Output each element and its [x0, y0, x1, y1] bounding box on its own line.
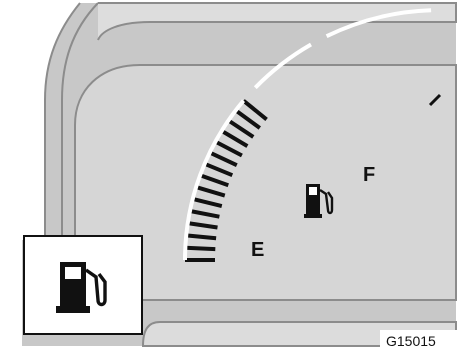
empty-label: E — [251, 239, 264, 261]
figure-code: G15015 — [386, 333, 436, 349]
gauge-fill-bar — [185, 248, 215, 249]
full-label: F — [363, 164, 375, 186]
